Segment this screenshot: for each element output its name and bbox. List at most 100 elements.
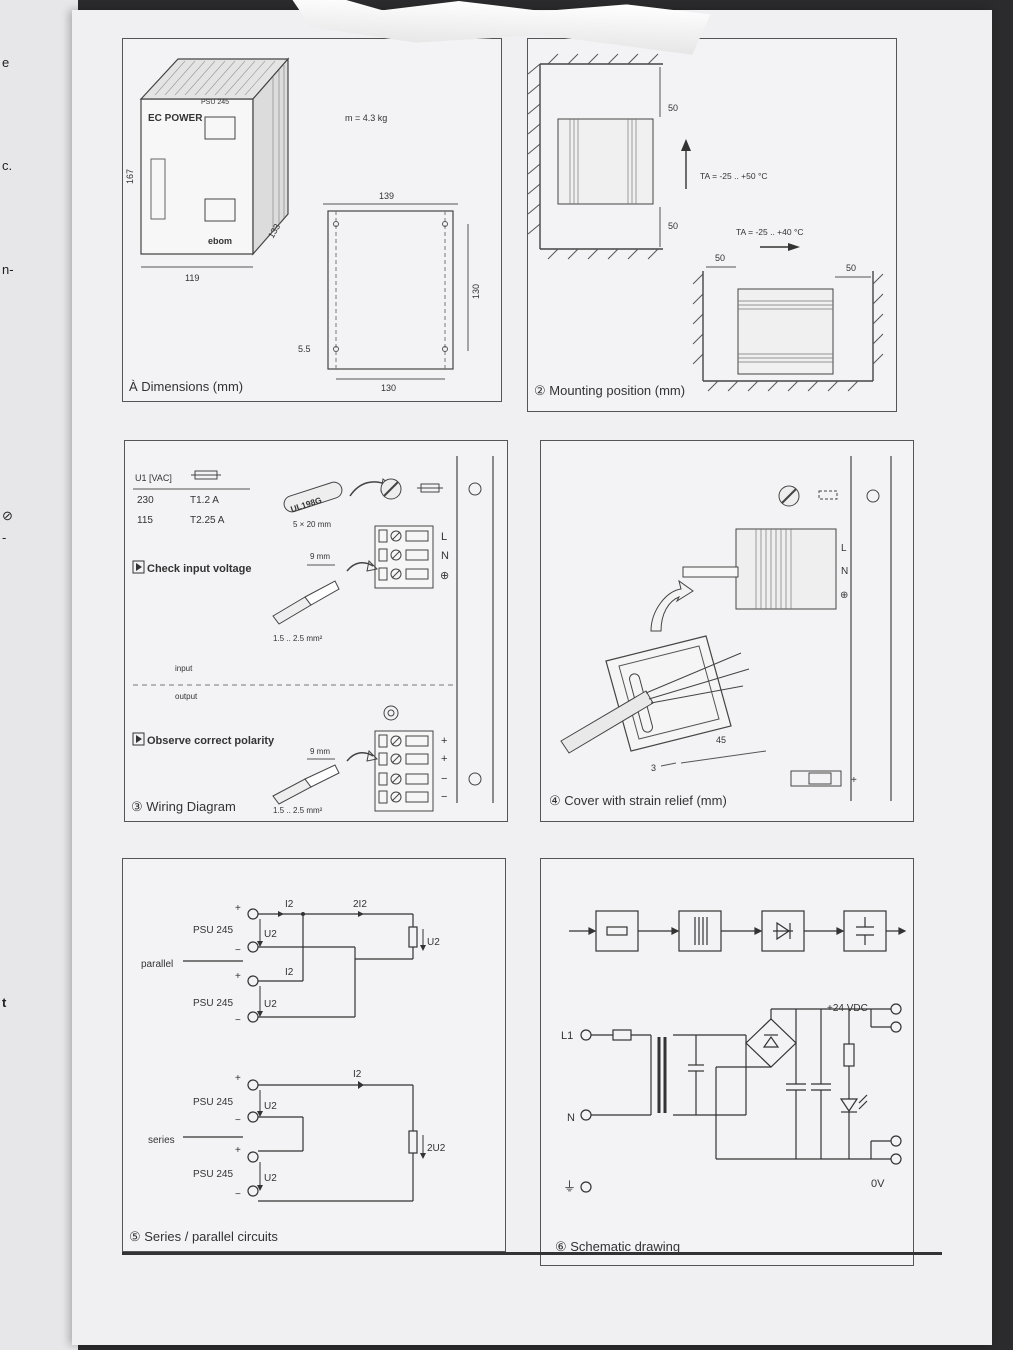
table-header: U1 [VAC] <box>135 473 172 483</box>
panel-schematic: +24 VDC L1 N 0V ⏚ <box>540 858 914 1266</box>
panel-wiring: U1 [VAC] 230 T1.2 A 115 T2.25 A UL198G 5… <box>124 440 508 822</box>
plus-sign: + <box>235 1145 241 1156</box>
clear-right: 50 <box>846 263 856 273</box>
left-page-edge: e c. n- ⊘ - t <box>0 0 78 1350</box>
i2-label: I2 <box>285 967 294 978</box>
terminal-out: + <box>441 735 447 747</box>
front-view: 139 130 130 5.5 <box>298 191 481 393</box>
minus-sign: − <box>235 1189 241 1200</box>
left-page-mark: c. <box>2 158 13 173</box>
strip-length-out: 9 mm <box>310 747 330 756</box>
panel-dimensions: EC POWER PSU 245 ebom 167 119 133 m = 4.… <box>122 38 502 402</box>
panel-series-parallel: PSU 245 PSU 245 parallel + − + − U2 U2 I… <box>122 858 506 1252</box>
left-page-mark: t <box>2 995 7 1010</box>
strip-length: 9 mm <box>310 552 330 561</box>
earth-symbol: ⏚ <box>563 1179 576 1194</box>
output-label: output <box>175 692 198 701</box>
dim-top: 139 <box>379 191 394 201</box>
dim-b: 45 <box>716 735 726 745</box>
wall-hatch <box>527 53 663 260</box>
terminal-in: L <box>441 531 447 543</box>
u2-label: U2 <box>264 999 277 1010</box>
minus-sign: − <box>235 1015 241 1026</box>
terminal-out: − <box>441 791 447 803</box>
clear-bottom: 50 <box>668 221 678 231</box>
mass-label: m = 4.3 kg <box>345 113 387 123</box>
panel-strain-relief: L N ⊕ 45 3 <box>540 440 914 822</box>
brand-label: EC POWER <box>148 113 203 124</box>
strain-relief-drawing: L N ⊕ 45 3 <box>560 456 892 801</box>
two-u2-label: 2U2 <box>427 1143 446 1154</box>
switch-plus: + <box>851 775 857 786</box>
terminal: N <box>841 566 848 577</box>
plus-sign: + <box>235 903 241 914</box>
l1-label: L1 <box>561 1030 573 1042</box>
caption-series-parallel: ⑤ Series / parallel circuits <box>129 1229 278 1244</box>
logo-label: ebom <box>208 236 232 246</box>
row-fuse: T2.25 A <box>190 515 225 526</box>
model-label: PSU 245 <box>201 99 229 106</box>
minus-sign: − <box>235 945 241 956</box>
u2-label: U2 <box>264 1101 277 1112</box>
terminal-out: + <box>441 753 447 765</box>
n-label: N <box>567 1112 575 1124</box>
two-i2-label: 2I2 <box>353 899 367 910</box>
series-parallel-drawing: PSU 245 PSU 245 parallel + − + − U2 U2 I… <box>141 899 446 1202</box>
wire-gauge: 1.5 .. 2.5 mm² <box>273 634 323 643</box>
clear-left: 50 <box>715 253 725 263</box>
input-terminal-block <box>374 525 434 589</box>
caption-mounting: ② Mounting position (mm) <box>534 383 686 398</box>
left-page-mark: e <box>2 55 10 70</box>
left-page-mark: ⊘ <box>2 508 13 523</box>
dimensions-drawing: EC POWER PSU 245 ebom 167 119 133 m = 4.… <box>125 57 481 393</box>
terminal-in: N <box>441 550 449 562</box>
input-wire <box>272 580 340 625</box>
terminal-out: − <box>441 773 447 785</box>
temp-horizontal: TA = -25 .. +40 °C <box>736 227 804 237</box>
unit-label: PSU 245 <box>193 998 233 1009</box>
schematic-drawing: +24 VDC L1 N 0V ⏚ <box>561 910 907 1194</box>
device-isometric <box>139 57 290 256</box>
fuse-size: 5 × 20 mm <box>293 520 331 529</box>
dim-height: 167 <box>125 169 135 184</box>
dim-hole: 5.5 <box>298 344 311 354</box>
u2-label: U2 <box>264 929 277 940</box>
terminal: L <box>841 543 847 554</box>
u2-label: U2 <box>427 937 440 948</box>
parallel-label: parallel <box>141 959 173 970</box>
wiring-drawing: U1 [VAC] 230 T1.2 A 115 T2.25 A UL198G 5… <box>132 456 494 815</box>
clear-top: 50 <box>668 103 678 113</box>
series-label: series <box>148 1135 175 1146</box>
mounting-drawing: 50 50 TA = -25 .. +50 °C TA = -25 .. +40… <box>527 53 884 392</box>
caption-schematic: ⑥ Schematic drawing <box>555 1239 681 1254</box>
terminal-in: ⊕ <box>440 570 449 582</box>
footer-rule <box>122 1252 942 1255</box>
caption-wiring: ③ Wiring Diagram <box>131 799 236 814</box>
dim-width: 119 <box>185 273 199 283</box>
output-terminal-block <box>374 730 434 812</box>
polarity-label: Observe correct polarity <box>147 735 275 747</box>
i2-label: I2 <box>285 899 294 910</box>
left-page-mark: n- <box>2 262 14 277</box>
cover-plate <box>560 635 750 754</box>
unit-label: PSU 245 <box>193 1097 233 1108</box>
i2-label: I2 <box>353 1069 362 1080</box>
wire-gauge-out: 1.5 .. 2.5 mm² <box>273 806 323 815</box>
unit-label: PSU 245 <box>193 1169 233 1180</box>
zero-v-label: 0V <box>871 1178 885 1190</box>
plus-sign: + <box>235 1073 241 1084</box>
left-page-mark: - <box>2 530 7 545</box>
row-fuse: T1.2 A <box>190 495 219 506</box>
input-label: input <box>175 664 193 673</box>
unit-label: PSU 245 <box>193 925 233 936</box>
plus-sign: + <box>235 971 241 982</box>
wall-hatch-2 <box>692 271 884 392</box>
u2-label: U2 <box>264 1173 277 1184</box>
panel-mounting: 50 50 TA = -25 .. +50 °C TA = -25 .. +40… <box>527 38 897 412</box>
dim-bottom: 130 <box>381 383 396 393</box>
row-voltage: 230 <box>137 495 154 506</box>
caption-strain-relief: ④ Cover with strain relief (mm) <box>549 793 727 808</box>
manual-page: EC POWER PSU 245 ebom 167 119 133 m = 4.… <box>72 10 992 1345</box>
temp-vertical: TA = -25 .. +50 °C <box>700 171 768 181</box>
dim-side: 130 <box>471 284 481 299</box>
